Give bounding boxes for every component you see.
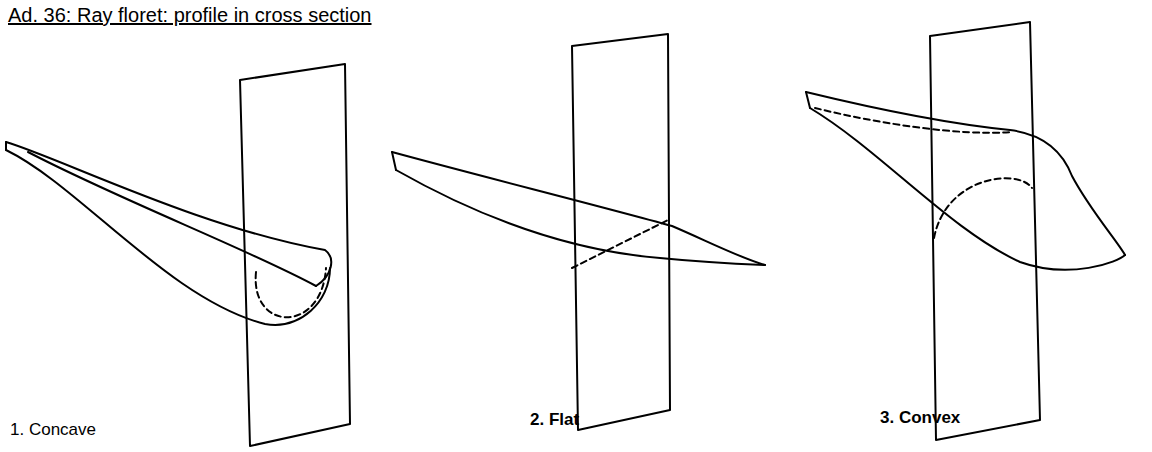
petal-outline: [392, 152, 765, 265]
petal-tip: [5, 142, 7, 150]
petal-outline: [396, 170, 765, 265]
petal-tip: [392, 152, 396, 170]
petal-outline: [806, 92, 1125, 255]
figure-label: 1. Concave: [10, 420, 96, 440]
petal-outline: [6, 150, 330, 325]
cross-section: [934, 178, 1032, 238]
petal-outline: [6, 142, 331, 286]
section-plane: [572, 34, 670, 430]
petal-tip: [806, 92, 810, 108]
petal-edge: [28, 152, 316, 286]
petal-outline: [810, 108, 1125, 270]
figure-label: 2. Flat: [530, 410, 579, 430]
cross-section: [256, 268, 326, 317]
figure-label: 3. Convex: [880, 408, 960, 428]
section-plane: [240, 64, 350, 446]
section-plane: [930, 22, 1040, 440]
petal-midline: [815, 108, 1012, 133]
figure-title: Ad. 36: Ray floret: profile in cross sec…: [8, 4, 372, 27]
cross-section: [572, 220, 668, 268]
